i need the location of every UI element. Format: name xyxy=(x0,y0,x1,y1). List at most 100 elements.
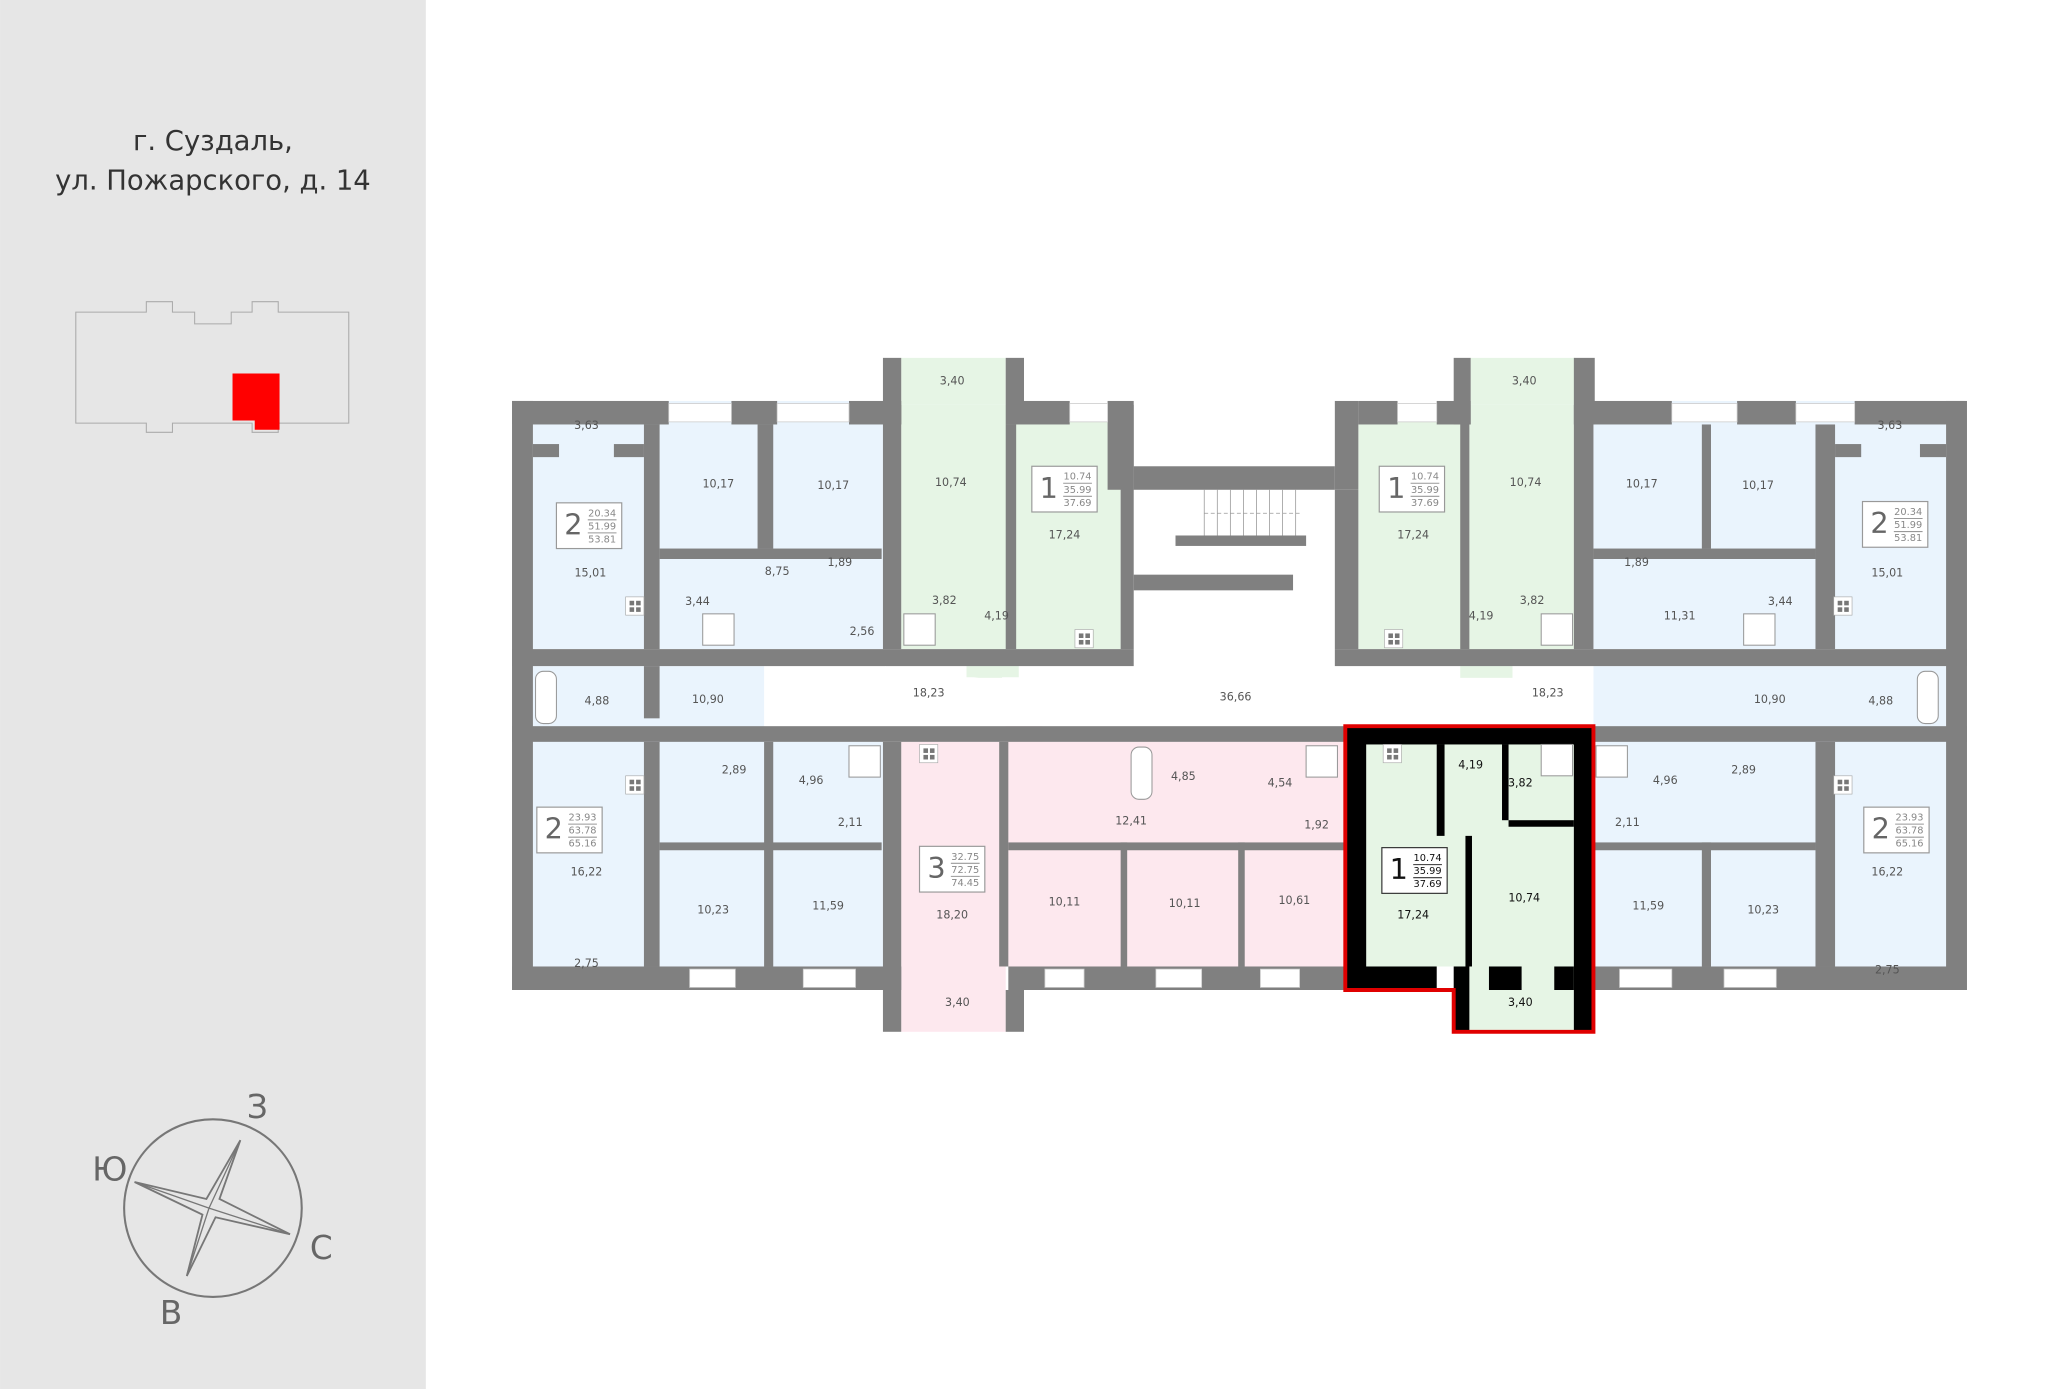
wall xyxy=(1334,489,1359,650)
room-area-label: 3,44 xyxy=(1768,595,1793,608)
wall xyxy=(643,741,660,967)
area-living: 10.74 xyxy=(1411,472,1439,483)
room-area-label: 15,01 xyxy=(1871,566,1903,579)
room-area-label: 2,11 xyxy=(838,816,863,829)
corridor-area-label: 36,66 xyxy=(1220,690,1252,703)
apartment-area-apt-3-bottom[interactable] xyxy=(901,966,1006,1032)
area-total: 35.99 xyxy=(1411,485,1439,496)
wall xyxy=(1460,424,1470,650)
room-area-label: 3,63 xyxy=(574,419,599,432)
selected-wall xyxy=(1345,726,1594,745)
wall xyxy=(1453,357,1471,425)
room-area-label: 4,19 xyxy=(1469,609,1494,622)
room-area-label: 3,63 xyxy=(1878,419,1903,432)
wall xyxy=(1005,357,1024,425)
room-area-label: 11,59 xyxy=(812,899,844,912)
window xyxy=(1671,403,1738,423)
area-total: 51.99 xyxy=(588,521,616,532)
room-area-label: 4,88 xyxy=(585,694,610,707)
room-area-label: 2,11 xyxy=(1615,816,1640,829)
room-area-label: 11,31 xyxy=(1664,609,1696,622)
room-count: 2 xyxy=(1872,812,1890,846)
corridor-area-label: 18,23 xyxy=(1532,687,1564,700)
shower-icon xyxy=(1540,613,1574,646)
wall xyxy=(1238,842,1245,967)
selected-wall xyxy=(1554,966,1574,990)
window xyxy=(1044,968,1085,988)
area-living: 32.75 xyxy=(951,852,979,863)
room-count: 1 xyxy=(1040,471,1058,505)
watermark-logo: ВЛАДИС xyxy=(859,666,1203,728)
room-area-label: 1,92 xyxy=(1304,818,1329,831)
apartment-area-apt-1-top-right[interactable] xyxy=(1470,357,1576,405)
room-area-label: 16,22 xyxy=(1871,865,1903,878)
area-total-with-balcony: 53.81 xyxy=(1894,533,1922,544)
window xyxy=(689,968,736,988)
stove-icon xyxy=(919,744,939,764)
key-plan-selected-section xyxy=(232,373,280,430)
wall xyxy=(1815,741,1836,967)
compass-icon xyxy=(123,1118,303,1298)
wall xyxy=(1573,404,1594,650)
area-living: 10.74 xyxy=(1414,853,1442,864)
shower-icon xyxy=(903,613,936,646)
area-total: 72.75 xyxy=(951,865,979,876)
room-area-label: 4,19 xyxy=(984,609,1009,622)
wall xyxy=(512,400,669,425)
room-area-label: 10,74 xyxy=(1508,892,1540,905)
bathtub-icon xyxy=(1916,670,1939,725)
wall xyxy=(882,741,902,1032)
room-count: 3 xyxy=(927,851,945,885)
area-total-with-balcony: 37.69 xyxy=(1064,498,1092,509)
watermark-text: ВЛАДИС xyxy=(951,668,1203,728)
wall xyxy=(1005,424,1017,650)
room-area-label: 8,75 xyxy=(765,565,790,578)
room-area-label: 10,23 xyxy=(697,903,729,916)
room-area-label: 2,89 xyxy=(1731,764,1756,777)
wall xyxy=(1737,400,1796,425)
room-area-label: 1,89 xyxy=(1624,556,1649,569)
room-area-label: 10,17 xyxy=(702,478,734,491)
area-total: 63.78 xyxy=(1896,826,1924,837)
key-plan xyxy=(75,301,350,433)
room-area-label: 3,82 xyxy=(932,594,957,607)
shower-icon xyxy=(1595,745,1628,778)
room-area-label: 3,82 xyxy=(1520,594,1545,607)
area-total-with-balcony: 37.69 xyxy=(1414,879,1442,890)
wall xyxy=(1334,400,1359,490)
wall xyxy=(1358,400,1398,425)
wall xyxy=(1593,842,1816,851)
room-count: 2 xyxy=(1870,506,1888,540)
room-area-label: 16,22 xyxy=(571,865,603,878)
stove-icon xyxy=(1833,775,1853,795)
wall xyxy=(1593,400,1672,425)
window xyxy=(1069,403,1108,423)
apartment-area-apt-2-bottom-left[interactable] xyxy=(764,741,883,967)
apartment-area-apt-1-top-left[interactable] xyxy=(901,357,1006,405)
shower-icon xyxy=(702,613,735,646)
selected-apartment-outline[interactable] xyxy=(1343,724,1596,1034)
area-total-with-balcony: 65.16 xyxy=(569,839,597,850)
wall xyxy=(1701,842,1711,967)
room-area-label: 10,17 xyxy=(1626,478,1658,491)
room-area-label: 3,40 xyxy=(1512,374,1537,387)
selected-wall xyxy=(1453,966,1470,1032)
wall xyxy=(1008,842,1346,851)
room-area-label: 15,01 xyxy=(575,566,607,579)
wall xyxy=(643,666,660,719)
room-area-label: 17,24 xyxy=(1049,528,1081,541)
selected-wall xyxy=(1436,744,1445,836)
room-area-label: 2,75 xyxy=(1875,963,1900,976)
selected-wall xyxy=(1508,820,1574,827)
wall xyxy=(659,548,882,559)
wall xyxy=(1120,404,1134,650)
room-area-label: 3,44 xyxy=(685,595,710,608)
